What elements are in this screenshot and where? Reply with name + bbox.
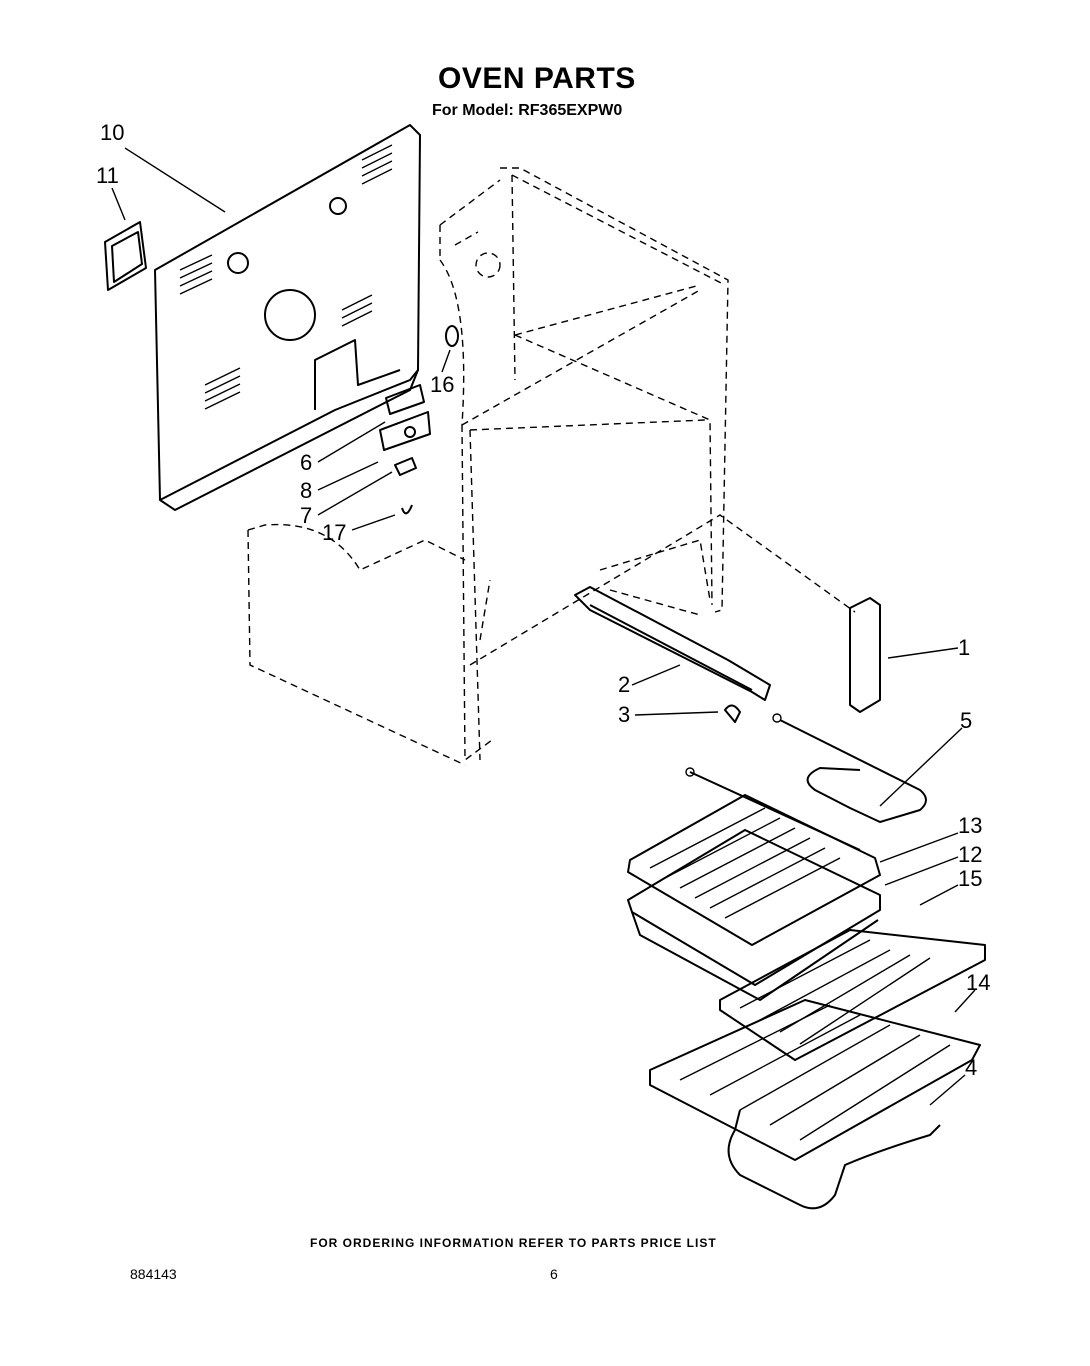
bake-element — [727, 1109, 941, 1210]
callout-labels: 1 2 3 4 5 6 7 8 10 11 12 13 14 15 16 17 — [96, 120, 990, 1080]
part-11-cover-plate — [104, 221, 147, 291]
callout-11: 11 — [96, 163, 119, 188]
page-number: 6 — [550, 1266, 558, 1282]
vent-louvers — [179, 144, 393, 410]
callout-10: 10 — [100, 120, 124, 145]
callout-6: 6 — [300, 450, 312, 475]
broiler-pan-assembly — [627, 794, 881, 1001]
callout-5: 5 — [960, 708, 972, 733]
bake-element-bracket — [574, 586, 771, 723]
callout-7: 7 — [300, 503, 312, 528]
callout-15: 15 — [958, 866, 982, 891]
small-hardware-parts — [379, 325, 459, 515]
callout-1: 1 — [958, 635, 970, 660]
callout-4: 4 — [965, 1055, 977, 1080]
callout-14: 14 — [966, 970, 990, 995]
callout-leader-lines — [111, 147, 976, 1106]
part-1-side-cover — [849, 597, 881, 713]
callout-13: 13 — [958, 813, 982, 838]
broil-element — [685, 713, 927, 851]
oven-cavity-outline — [247, 167, 856, 766]
callout-3: 3 — [618, 702, 630, 727]
oven-racks — [649, 929, 986, 1161]
document-number: 884143 — [130, 1266, 177, 1282]
ordering-note: FOR ORDERING INFORMATION REFER TO PARTS … — [310, 1236, 717, 1250]
model-subtitle: For Model: RF365EXPW0 — [432, 102, 623, 119]
callout-16: 16 — [430, 372, 454, 397]
callout-17: 17 — [322, 520, 346, 545]
callout-12: 12 — [958, 842, 982, 867]
oven-back-panel — [154, 124, 421, 511]
callout-2: 2 — [618, 672, 630, 697]
callout-8: 8 — [300, 478, 312, 503]
page-title: OVEN PARTS — [438, 62, 636, 95]
